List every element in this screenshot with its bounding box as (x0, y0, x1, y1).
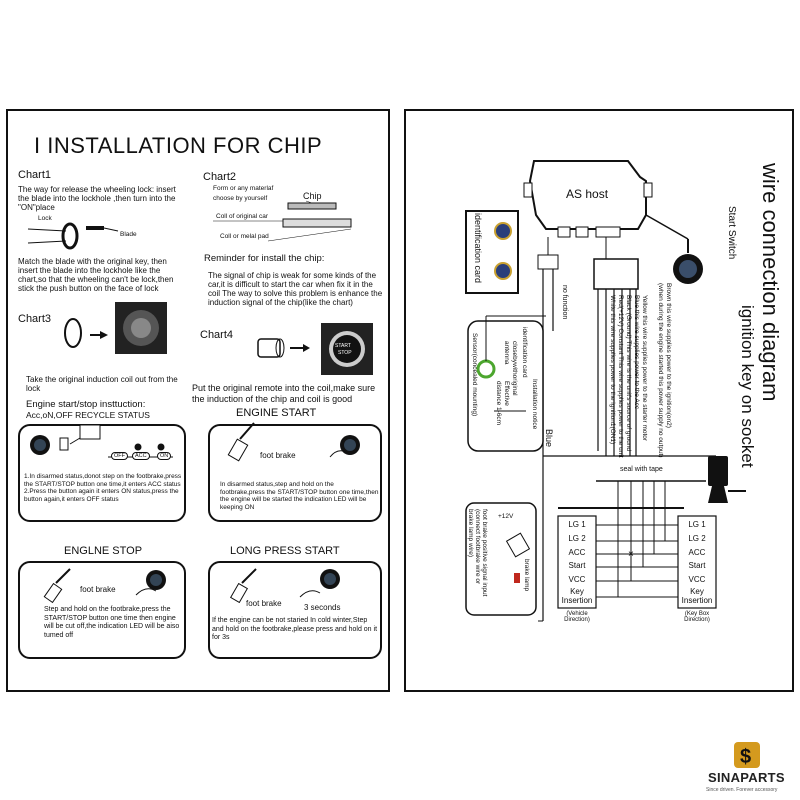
box4-title: LONG PRESS START (230, 545, 340, 557)
right-terminal-start: Start (688, 561, 706, 571)
logo-mark-icon: $ (734, 742, 760, 768)
box4-text: If the engine can be not staried In cold… (212, 617, 378, 641)
right-terminal-lg1: LG 1 (688, 520, 706, 529)
wire-note-yellow: Yellow this wire supplies power to the s… (641, 295, 648, 442)
pad-label: Coll or melal pad (220, 233, 269, 240)
chart3-label: Chart3 (18, 313, 52, 325)
right-terminal-vcc: VCC (688, 575, 706, 585)
installation-panel: I INSTALLATION FOR CHIP Chart1 The way f… (6, 109, 390, 692)
wire-diagram-subtitle: ignition key on socket (738, 305, 757, 468)
host-label: AS host (566, 187, 609, 201)
box2-text: In disarmed status,step and hold on the … (220, 481, 379, 511)
right-terminal-key: Key Insertion (681, 586, 713, 605)
brake-lamp-label: brake lamp (523, 559, 530, 592)
right-terminal-lg2: LG 2 (688, 533, 706, 543)
wire-note-brown: Brown this wire supplies power to the ig… (665, 283, 672, 428)
sensor-mounting: Sensor(concealed mounting) (471, 333, 478, 417)
lock-label: Lock (38, 215, 52, 222)
box4-seconds: 3 seconds (304, 603, 341, 612)
installation-notice: Installation notice (531, 379, 538, 430)
box2-foot-brake: foot brake (260, 451, 296, 460)
start-switch-label: Start Switch (726, 206, 737, 260)
wire-diagram-panel: × wire connection diagram ignition key o… (404, 109, 794, 692)
brand-tagline: Since driven. Forever accessory (706, 787, 778, 793)
chart1-text: The way for release the wheeling lock: i… (18, 185, 176, 212)
installation-title: I INSTALLATION FOR CHIP (34, 133, 323, 158)
box1-illustration (30, 424, 173, 458)
engine-section-title: Engine start/stop insttuction: (26, 399, 146, 410)
left-terminal-acc: ACC (568, 547, 586, 557)
engine-stop-box (18, 561, 186, 659)
sensor-id-card: identification card (521, 327, 528, 378)
long-press-box (208, 561, 382, 659)
chart4-button-stop: STOP (338, 350, 352, 356)
chart1-label: Chart1 (18, 169, 52, 181)
blade-label: Blade (120, 231, 137, 238)
chart2-line2: choose by yourself (213, 195, 268, 202)
chart2-label: Chart2 (203, 171, 237, 183)
reminder-title: Reminder for install the chip: (204, 253, 325, 264)
box3-illustration (43, 568, 166, 604)
svg-text:×: × (628, 549, 634, 560)
status-off: OFF (111, 452, 128, 460)
box1-text: 1.In disarmed status,donot step on the f… (24, 473, 182, 503)
box2-title: ENGINE START (236, 407, 317, 419)
brand-logo: $ SINAPARTS Since driven. Forever access… (704, 742, 796, 796)
engine-section-subtitle: Acc,oN,OFF RECYCLE STATUS (26, 410, 150, 420)
chart4-label: Chart4 (200, 329, 234, 341)
right-terminal-list: LG 1 LG 2 ACC Start VCC Key Insertion (678, 518, 716, 605)
seal-label: seal with tape (620, 466, 663, 473)
coil-label: Coll of original car (216, 213, 269, 220)
box2-illustration (227, 422, 360, 462)
brand-name: SINAPARTS (708, 770, 785, 785)
svg-text:$: $ (740, 746, 751, 768)
box4-illustration (229, 568, 340, 604)
left-terminal-start: Start (568, 561, 586, 571)
sensor-antenna: closebywithoriginal antenna (503, 341, 519, 396)
reminder-text: The signal of chip is weak for some kind… (208, 271, 383, 307)
left-terminal-lg1: LG 1 (568, 520, 586, 529)
blue-wire-label: Blue (544, 429, 554, 448)
brake-text: foot brake positive signal input (connec… (467, 509, 488, 597)
brake-plus-12v: +12V (498, 513, 514, 520)
chart1-illustration (27, 222, 119, 250)
right-terminal-acc: ACC (688, 547, 706, 557)
wire-note-brown-2: (when during the engine started this pow… (657, 283, 664, 458)
no-function-label: no function (561, 285, 568, 320)
box3-title: ENGLNE STOP (64, 545, 143, 557)
wire-note-black: Black (Ground) This wire is the unit's s… (625, 295, 632, 452)
chart4-illustration (257, 323, 373, 375)
chart1-text2: Match the blade with the original key, t… (18, 257, 174, 293)
effective-distance: Effective distance 1-6cm (495, 381, 511, 426)
left-terminal-lg2: LG 2 (568, 533, 586, 543)
box3-text: Step and hold on the footbrake,press the… (44, 606, 180, 639)
chart2-line1: Form or any materlaf (213, 185, 274, 192)
wire-diagram-drawing: × (465, 160, 746, 622)
chart3-illustration (64, 302, 167, 354)
left-terminal-caption: (Vehicle Direction) (564, 611, 590, 623)
id-card-label: identification card (473, 213, 483, 284)
engine-start-box (208, 424, 382, 522)
wire-note-white: White this wire supplies power to the ig… (609, 295, 616, 445)
chart2-illustration (213, 200, 352, 242)
status-acc: ACC (132, 452, 150, 460)
right-terminal-caption: (Key Box Direction) (684, 611, 710, 623)
acc-on-off-box (18, 424, 186, 522)
left-terminal-vcc: VCC (568, 575, 586, 585)
wire-diagram-title: wire connection diagram (758, 163, 783, 402)
status-on: ON (157, 452, 172, 460)
chip-label: Chip (303, 191, 322, 201)
chart3-text: Take the original induction coil out fro… (26, 375, 178, 393)
chart4-button-start: START (335, 343, 351, 349)
left-terminal-list: LG 1 LG 2 ACC Start VCC Key Insertion (558, 518, 596, 605)
box4-foot-brake: foot brake (246, 599, 282, 608)
box3-foot-brake: foot brake (80, 585, 116, 594)
chart4-text: Put the original remote into the coil,ma… (192, 383, 376, 404)
left-terminal-key: Key Insertion (561, 586, 593, 605)
wire-note-blue: Blue this wire supplies power to the Acc (633, 295, 640, 410)
wire-note-red: Red(+12V) Constant This wire supplies po… (617, 295, 624, 458)
